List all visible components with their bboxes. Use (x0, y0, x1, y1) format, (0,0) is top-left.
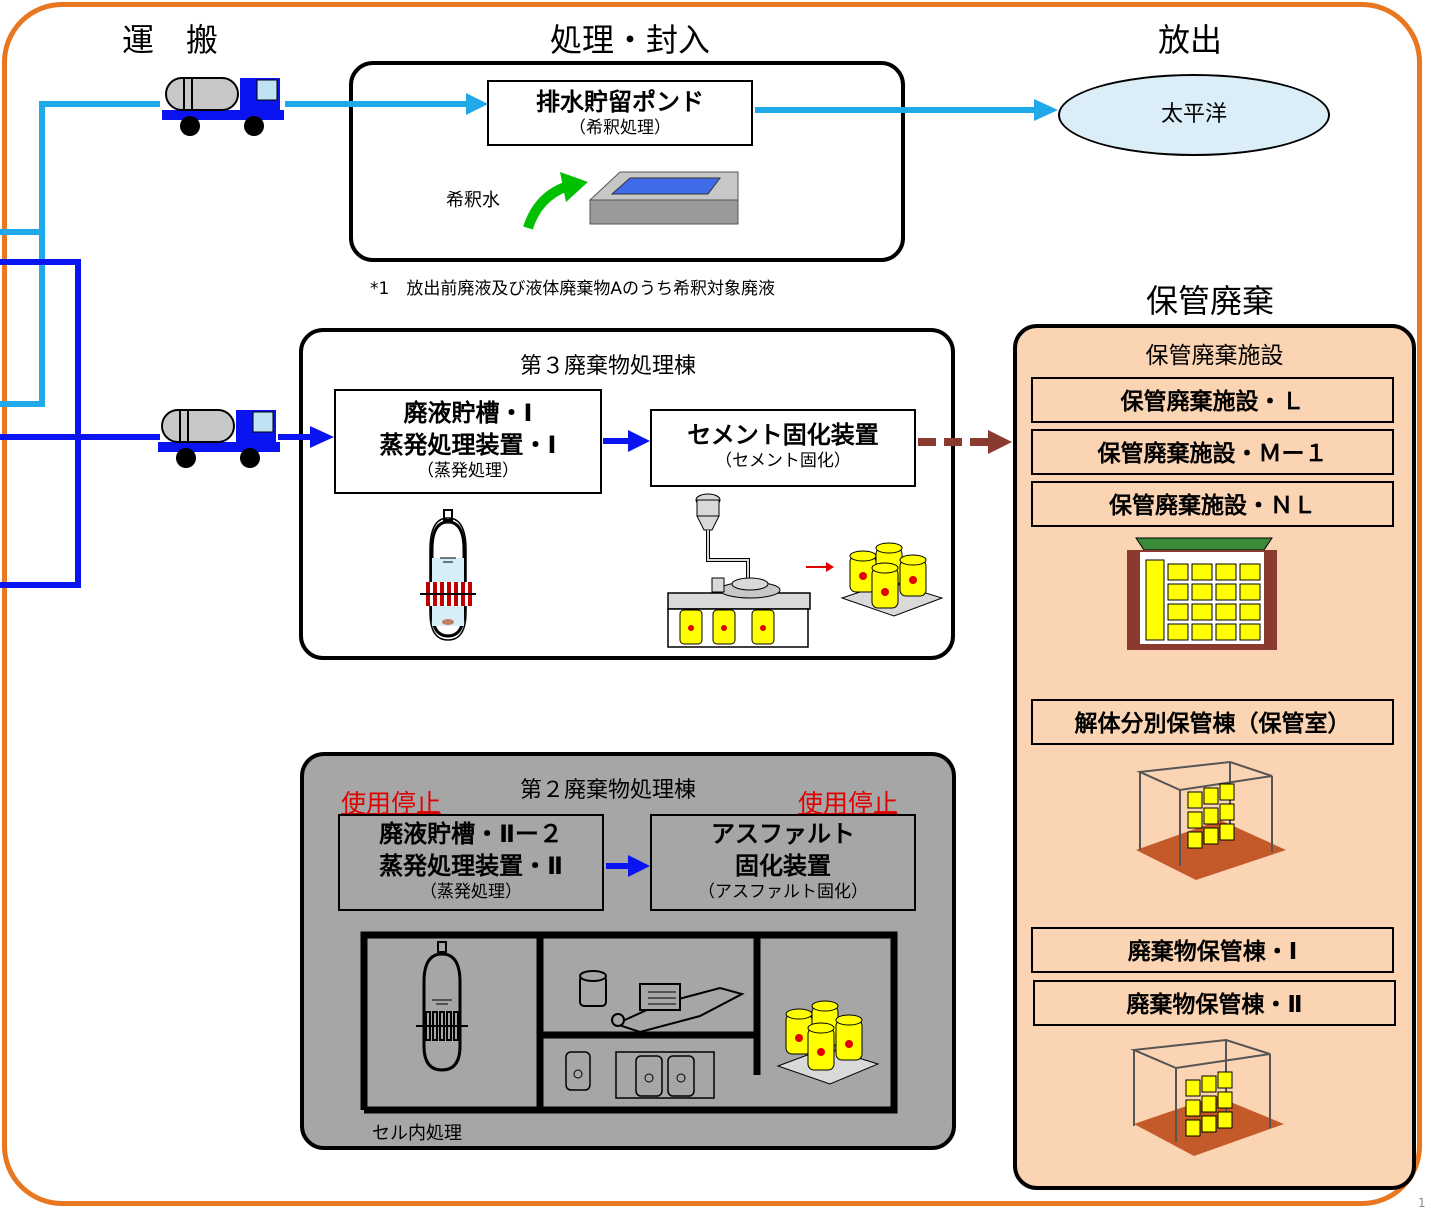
radiation-drum-icon (679, 609, 775, 645)
blue-arrowheads (310, 426, 650, 877)
dilution-water-label: 希釈水 (446, 190, 500, 211)
building2-tank-line1: 廃液貯槽・Ⅱー２ (379, 820, 563, 848)
building2-tank-box: 廃液貯槽・Ⅱー２ 蒸発処理装置・Ⅱ （蒸発処理） (338, 814, 604, 911)
pond-box: 排水貯留ポンド （希釈処理） (487, 80, 753, 146)
release-target-label: 太平洋 (1160, 102, 1227, 127)
header-storage: 保管廃棄 (1145, 282, 1274, 320)
storage-title: 保管廃棄施設 (1145, 343, 1284, 369)
cell-label: セル内処理 (372, 1123, 462, 1144)
asphalt-extruder-icon (579, 970, 745, 1034)
cement-sub: （セメント固化） (715, 451, 851, 471)
stop-label-left: 使用停止 (341, 789, 442, 818)
storage-item-nl: 保管廃棄施設・ＮＬ (1031, 481, 1394, 527)
building2-tank-sub: （蒸発処理） (420, 882, 522, 902)
cement-mixer-icon (667, 493, 834, 648)
building3-tank-sub: （蒸発処理） (417, 461, 519, 481)
pond-icon (588, 171, 739, 225)
drum-rack-icon (1136, 760, 1286, 880)
drum-rack-icon (1130, 1038, 1284, 1156)
pond-note: *1 放出前廃液及び液体廃棄物Aのうち希釈対象廃液 (370, 279, 775, 299)
asphalt-sub: （アスファルト固化） (698, 882, 868, 902)
waste-store-2: 廃棄物保管棟・Ⅱ (1033, 980, 1396, 1026)
asphalt-box: アスファルト 固化装置 （アスファルト固化） (650, 814, 916, 911)
cell-layout-walls (360, 931, 898, 1114)
drum-pallet-icon (776, 1000, 880, 1085)
evaporator-icon (416, 941, 468, 1072)
storage-item-l: 保管廃棄施設・Ｌ (1031, 377, 1394, 423)
building2-tank-wrap: 廃液貯槽・Ⅱー２ 蒸発処理装置・Ⅱ （蒸発処理） (338, 814, 604, 911)
pond-panel (349, 61, 905, 262)
building2-title: 第２廃棄物処理棟 (520, 778, 697, 803)
pond-title: 排水貯留ポンド (536, 88, 704, 116)
release-target-ellipse: 太平洋 (1058, 74, 1330, 156)
storage-shed-icon (1127, 537, 1277, 650)
waste-store-1: 廃棄物保管棟・Ⅰ (1031, 927, 1394, 973)
building3-panel (299, 328, 955, 660)
light-blue-arrowheads (466, 93, 1058, 121)
header-release: 放出 (1157, 21, 1222, 59)
page-number: 1 (1418, 1196, 1426, 1210)
building3-title: 第３廃棄物処理棟 (520, 354, 697, 379)
header-transport: 運 搬 (121, 21, 218, 59)
header-treatment: 処理・封入 (549, 21, 710, 59)
green-arrow-icon (523, 172, 588, 230)
asphalt-line2: 固化装置 (735, 852, 831, 880)
building3-tank-box: 廃液貯槽・Ⅰ 蒸発処理装置・Ⅰ （蒸発処理） (334, 389, 602, 494)
building3-tank-line2: 蒸発処理装置・Ⅰ (379, 431, 557, 459)
blue-flow-lines (0, 259, 630, 869)
evaporator-icon (420, 509, 476, 641)
light-blue-flow-lines (0, 101, 1036, 407)
asphalt-line1: アスファルト (711, 820, 855, 848)
tanker-truck-icon (158, 409, 280, 468)
asphalt-wrap: アスファルト 固化装置 （アスファルト固化） (650, 814, 916, 911)
pond-subtitle: （希釈処理） (569, 118, 671, 138)
drum-pallet-icon (840, 542, 944, 617)
building2-tank-line2: 蒸発処理装置・Ⅱ (379, 852, 563, 880)
brown-dashed-arrow (918, 430, 1012, 454)
cement-box: セメント固化装置 （セメント固化） (650, 409, 916, 487)
storage-item-m1: 保管廃棄施設・Ｍー１ (1031, 429, 1394, 475)
stop-label-right: 使用停止 (798, 789, 899, 818)
tanker-truck-icon (162, 77, 284, 136)
radiation-drum-icon (565, 1051, 715, 1099)
building3-tank-line1: 廃液貯槽・Ⅰ (403, 399, 533, 427)
dismantle-storage: 解体分別保管棟（保管室） (1031, 699, 1394, 745)
cement-title: セメント固化装置 (687, 421, 879, 449)
